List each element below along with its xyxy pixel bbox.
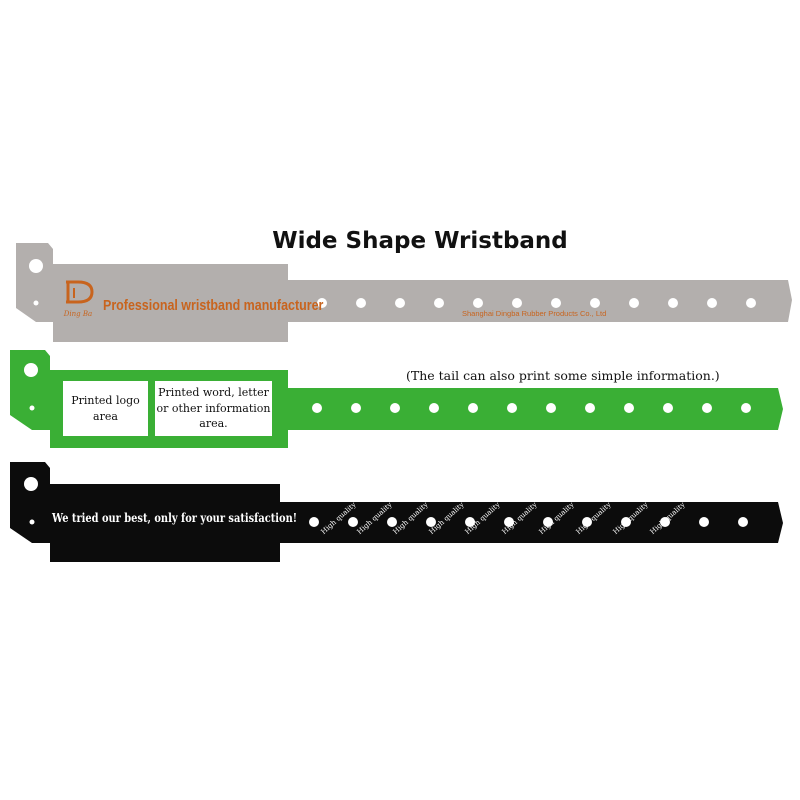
silver-tail-holes: [317, 298, 756, 308]
db-monogram-icon: [66, 280, 94, 304]
silver-company-name: Shanghai Dingba Rubber Products Co., Ltd: [462, 309, 607, 318]
black-wristband: [10, 462, 783, 562]
printed-logo-area: Printed logo area: [63, 381, 148, 436]
page-title: Wide Shape Wristband: [272, 228, 568, 254]
green-strap-hole: [24, 363, 38, 377]
printed-word-area: Printed word, letter or other informatio…: [155, 381, 272, 436]
green-stud-hole: [29, 405, 35, 411]
silver-strap-hole: [29, 259, 43, 273]
silver-headline: Professional wristband manufacturer: [103, 298, 324, 314]
black-stud-hole: [29, 519, 35, 525]
silver-wristband: [16, 243, 792, 342]
tail-note: (The tail can also print some simple inf…: [406, 368, 720, 383]
black-slogan: We tried our best, only for your satisfa…: [52, 511, 298, 525]
printed-logo-area-label: Printed logo area: [71, 393, 140, 423]
black-strap-hole: [24, 477, 38, 491]
green-tail-holes: [312, 403, 751, 413]
black-tail-holes: [309, 517, 748, 527]
printed-word-area-label: Printed word, letter or other informatio…: [156, 385, 271, 431]
logo-wordmark: Ding Ba: [63, 310, 93, 318]
silver-stud-hole: [33, 300, 39, 306]
